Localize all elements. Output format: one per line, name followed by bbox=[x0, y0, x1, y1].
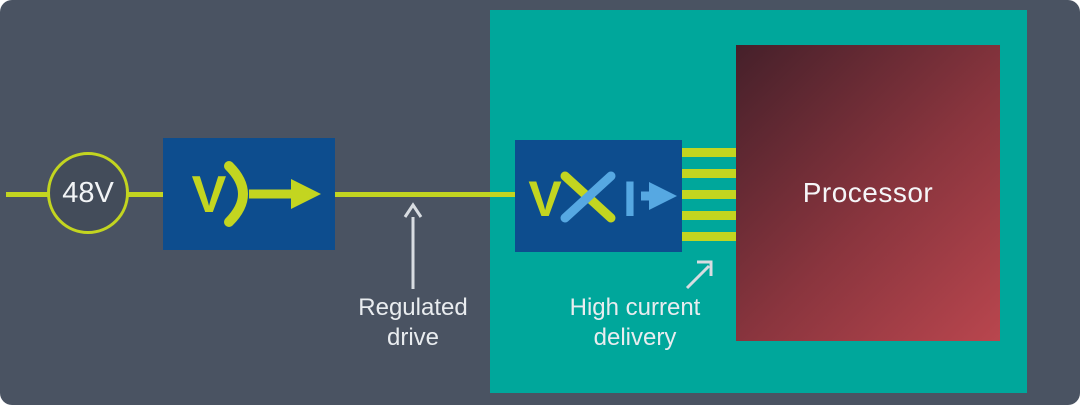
diagonal-arrow-icon bbox=[685, 260, 713, 290]
blue-cross-stroke bbox=[560, 171, 616, 223]
blue-arrowhead-icon bbox=[649, 182, 677, 210]
regulated-drive-label: Regulated drive bbox=[358, 294, 468, 351]
chevron-icon bbox=[224, 161, 248, 227]
high-current-delivery-label: High current delivery bbox=[569, 294, 701, 351]
v-to-i-converter-icon: V I bbox=[528, 171, 677, 227]
voltage-source-node: 48V bbox=[47, 152, 129, 234]
up-arrow-icon bbox=[403, 202, 423, 289]
converter-v-symbol: V bbox=[528, 171, 562, 227]
current-stripe bbox=[682, 211, 736, 220]
voltage-source-label: 48V bbox=[62, 176, 114, 209]
right-arrowhead-icon bbox=[291, 179, 321, 209]
converter-block: V I bbox=[515, 140, 682, 252]
converter-i-symbol: I bbox=[623, 171, 637, 227]
current-stripe bbox=[682, 148, 736, 157]
current-stripe bbox=[682, 190, 736, 199]
voltage-regulator-icon: V bbox=[192, 161, 321, 227]
processor-block: Processor bbox=[736, 45, 1000, 341]
regulator-block: V bbox=[163, 138, 335, 250]
processor-label: Processor bbox=[802, 177, 934, 208]
regulated-drive-wire bbox=[335, 192, 517, 197]
current-stripe bbox=[682, 232, 736, 241]
current-stripe bbox=[682, 169, 736, 178]
regulator-v-symbol: V bbox=[192, 166, 227, 224]
